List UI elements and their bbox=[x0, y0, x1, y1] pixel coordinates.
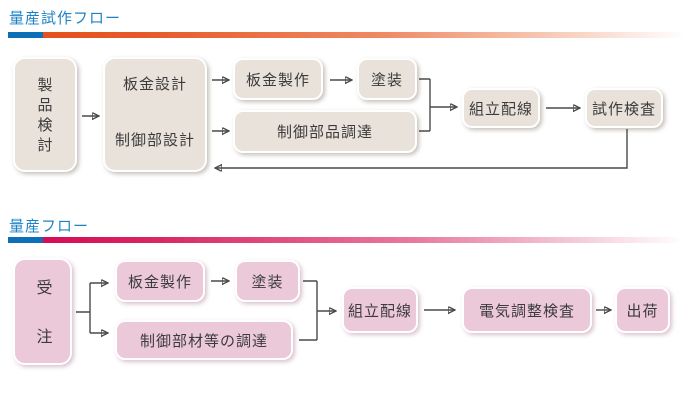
box-control-materials-procurement: 制御部材等の調達 bbox=[115, 320, 293, 360]
box-control-parts-procurement: 制御部品調達 bbox=[233, 110, 417, 153]
box-order-received: 受注 bbox=[13, 258, 72, 377]
box-electrical-adjustment-inspection: 電気調整検査 bbox=[462, 287, 592, 333]
box-sheet-metal-production-proto: 板金製作 bbox=[233, 58, 323, 100]
merge-bracket-prod bbox=[299, 280, 318, 341]
box-prototype-inspection: 試作検査 bbox=[585, 88, 663, 128]
box-sheet-metal-production-prod-label: 板金製作 bbox=[127, 272, 192, 291]
prototype-flow-accent-bar bbox=[8, 32, 692, 38]
production-flow-accent-bar bbox=[8, 237, 692, 243]
box-design: 板金設計 制御部設計 bbox=[103, 57, 207, 172]
box-painting-prod: 塗装 bbox=[235, 260, 300, 302]
box-painting-prod-label: 塗装 bbox=[251, 272, 284, 291]
box-painting-proto: 塗装 bbox=[357, 58, 417, 100]
box-assembly-wiring-proto: 組立配線 bbox=[462, 88, 540, 128]
branch-bracket-order bbox=[76, 283, 91, 333]
box-shipping: 出荷 bbox=[615, 287, 670, 333]
box-electrical-adjustment-inspection-label: 電気調整検査 bbox=[478, 301, 575, 320]
box-assembly-wiring-prod: 組立配線 bbox=[342, 287, 418, 333]
box-control-unit-design-label: 制御部設計 bbox=[114, 131, 195, 149]
box-sheet-metal-production-proto-label: 板金製作 bbox=[245, 70, 310, 89]
box-assembly-wiring-prod-label: 組立配線 bbox=[347, 301, 412, 320]
box-product-review-label: 製品検討 bbox=[35, 77, 54, 157]
box-sheet-metal-production-prod: 板金製作 bbox=[115, 260, 205, 302]
box-painting-proto-label: 塗装 bbox=[370, 70, 403, 89]
merge-bracket-proto bbox=[419, 78, 431, 132]
box-assembly-wiring-proto-label: 組立配線 bbox=[468, 99, 533, 118]
box-order-received-label: 受注 bbox=[33, 279, 53, 377]
box-control-materials-procurement-label: 制御部材等の調達 bbox=[139, 331, 268, 350]
box-control-parts-procurement-label: 制御部品調達 bbox=[276, 123, 373, 141]
production-flow-title: 量産フロー bbox=[9, 217, 90, 235]
prototype-flow-title: 量産試作フロー bbox=[9, 9, 122, 27]
box-prototype-inspection-label: 試作検査 bbox=[591, 99, 656, 118]
box-shipping-label: 出荷 bbox=[626, 301, 659, 320]
box-product-review: 製品検討 bbox=[13, 57, 77, 172]
box-sheet-metal-design-label: 板金設計 bbox=[122, 75, 187, 93]
